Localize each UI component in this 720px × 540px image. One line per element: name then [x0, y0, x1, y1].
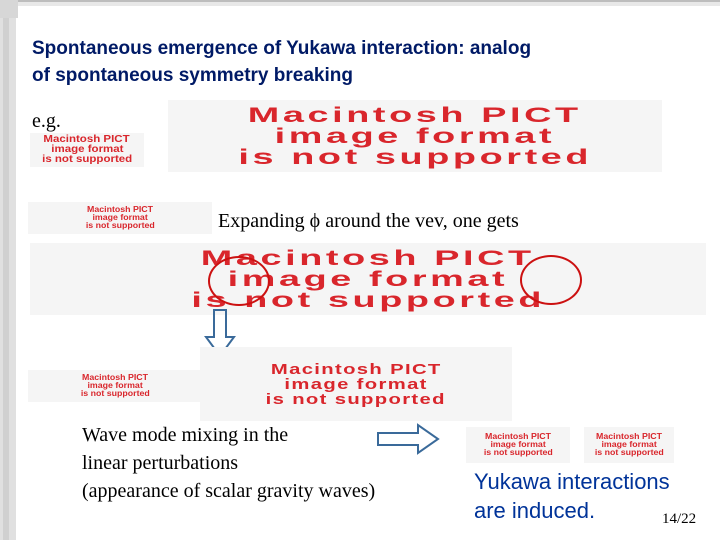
eg-label: e.g.: [32, 110, 61, 132]
wave-text-line-2: linear perturbations: [82, 452, 239, 474]
pict-placeholder-small-1: Macintosh PICT image format is not suppo…: [30, 133, 144, 167]
pict-line-3: is not supported: [85, 221, 155, 230]
pict-line-3: is not supported: [238, 145, 592, 169]
slide-title: Spontaneous emergence of Yukawa interact…: [32, 35, 672, 89]
highlight-circle-right: [520, 255, 582, 305]
pict-placeholder-equation-3: Macintosh PICT image format is not suppo…: [200, 347, 512, 421]
right-arrow-icon: [377, 423, 440, 455]
pict-placeholder-equation-2: Macintosh PICT image format is not suppo…: [30, 243, 706, 315]
slide-top-border: [0, 0, 720, 6]
phi-symbol: ϕ: [309, 210, 321, 232]
pict-line-1: Macintosh PICT: [86, 205, 154, 214]
highlight-circle-left: [208, 256, 270, 306]
slide-title-line-2: of spontaneous symmetry breaking: [32, 65, 353, 86]
pict-line-2: image format: [227, 267, 509, 291]
wave-mode-text: Wave mode mixing in the linear perturbat…: [82, 421, 375, 505]
yukawa-line-1: Yukawa interactions: [474, 469, 670, 494]
pict-line-2: image format: [490, 440, 546, 449]
pict-line-1: Macintosh PICT: [201, 246, 535, 270]
pict-line-1: Macintosh PICT: [43, 134, 131, 145]
slide-corner: [0, 0, 18, 18]
page-number: 14/22: [662, 511, 697, 527]
pict-line-3: is not supported: [41, 154, 133, 165]
pict-line-1: Macintosh PICT: [484, 432, 552, 441]
yukawa-text: Yukawa interactions are induced.: [474, 467, 670, 525]
pict-line-1: Macintosh PICT: [81, 373, 149, 382]
pict-placeholder-small-5: Macintosh PICT image format is not suppo…: [584, 427, 674, 463]
down-arrow-icon: [204, 309, 236, 358]
pict-line-2: image format: [87, 381, 143, 390]
pict-line-3: is not supported: [594, 448, 664, 457]
slide-title-line-1: Spontaneous emergence of Yukawa interact…: [32, 38, 532, 59]
pict-placeholder-equation-1: Macintosh PICT image format is not suppo…: [168, 100, 662, 172]
wave-text-line-1: Wave mode mixing in the: [82, 424, 289, 446]
pict-line-2: image format: [601, 440, 657, 449]
slide-left-border: [0, 0, 16, 540]
pict-line-2: image format: [274, 124, 556, 148]
pict-line-3: is not supported: [191, 288, 545, 312]
expanding-text: Expanding ϕ around the vev, one gets: [218, 210, 519, 233]
expanding-prefix: Expanding: [218, 210, 310, 232]
pict-line-2: image format: [92, 213, 148, 222]
pict-line-3: is not supported: [483, 448, 553, 457]
expanding-suffix: around the vev, one gets: [320, 210, 519, 232]
yukawa-line-2: are induced.: [474, 498, 596, 523]
pict-line-2: image format: [284, 375, 428, 393]
pict-line-2: image format: [50, 144, 124, 155]
pict-line-1: Macintosh PICT: [595, 432, 663, 441]
pict-line-3: is not supported: [265, 390, 447, 408]
pict-line-3: is not supported: [80, 389, 150, 398]
pict-line-1: Macintosh PICT: [270, 360, 442, 378]
pict-placeholder-small-3: Macintosh PICT image format is not suppo…: [28, 370, 202, 402]
pict-line-1: Macintosh PICT: [248, 103, 582, 127]
pict-placeholder-small-4: Macintosh PICT image format is not suppo…: [466, 427, 570, 463]
wave-text-line-3: (appearance of scalar gravity waves): [82, 480, 376, 502]
pict-placeholder-small-2: Macintosh PICT image format is not suppo…: [28, 202, 212, 234]
